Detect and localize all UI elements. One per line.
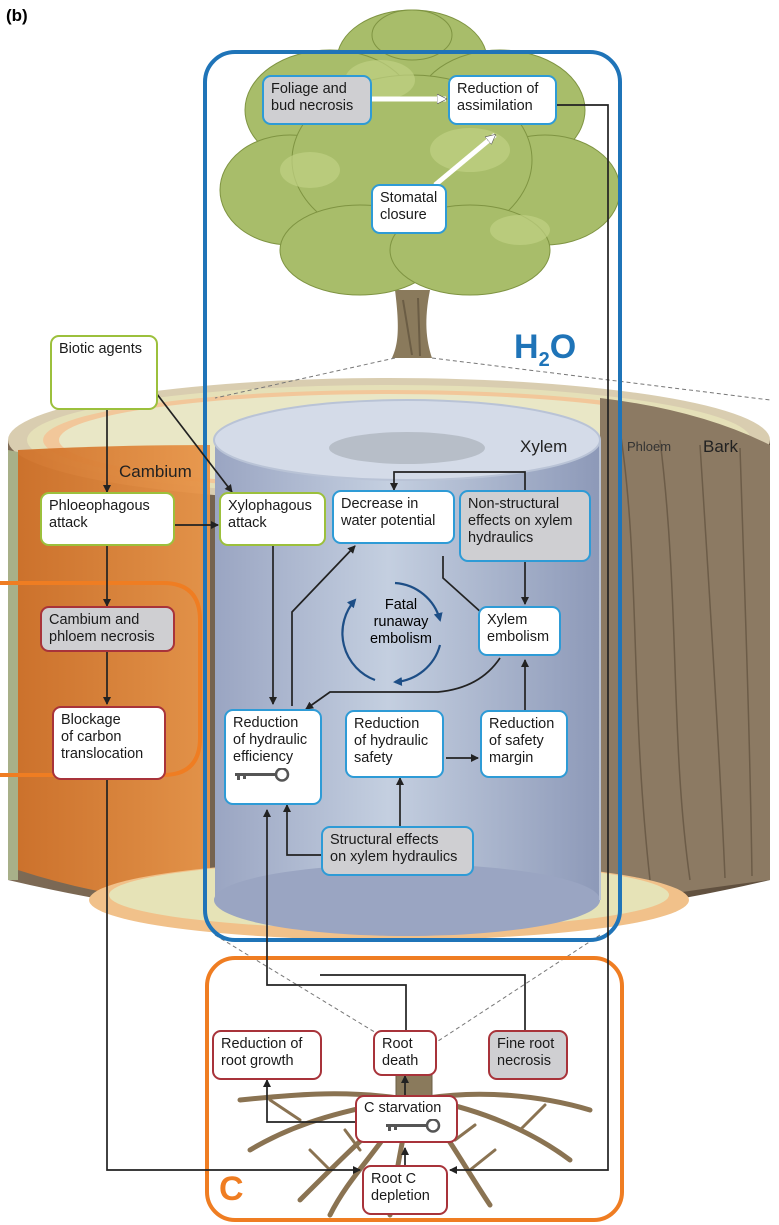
water-label: H2O: [514, 328, 576, 372]
node-nonstructural-effects: Non-structural effects on xylem hydrauli…: [459, 490, 591, 562]
node-xylophagous-attack: Xylophagous attack: [219, 492, 326, 546]
node-xylem-embolism: Xylem embolism: [478, 606, 561, 656]
key-icon: [235, 768, 290, 782]
node-foliage-necrosis: Foliage and bud necrosis: [262, 75, 372, 125]
runaway-cycle: [341, 581, 443, 687]
carbon-frame: [205, 956, 624, 1222]
arrows: [103, 99, 609, 1174]
water-label-o: O: [549, 328, 577, 366]
panel-label: (b): [6, 6, 28, 25]
cambium-label: Cambium: [119, 462, 192, 481]
bark-label: Bark: [703, 437, 738, 456]
node-cambium-phloem-necrosis: Cambium and phloem necrosis: [40, 606, 175, 652]
node-stomatal-closure: Stomatal closure: [371, 184, 447, 234]
node-decrease-water-potential: Decrease in water potential: [332, 490, 455, 544]
node-structural-effects: Structural effects on xylem hydraulics: [321, 826, 474, 876]
carbon-frame-left: [0, 581, 202, 777]
node-phloeophagous-attack: Phloeophagous attack: [40, 492, 175, 546]
key-icon-2: [386, 1119, 441, 1133]
water-label-h: H: [514, 328, 539, 366]
phloem-label: Phloem: [627, 439, 672, 454]
cycle-label: Fatal runaway embolism: [369, 597, 433, 647]
node-reduction-assimilation: Reduction of assimilation: [448, 75, 557, 125]
node-c-starvation: C starvation: [355, 1095, 458, 1143]
node-reduction-hydraulic-efficiency: Reduction of hydraulic efficiency: [224, 709, 322, 805]
node-biotic-agents: Biotic agents: [50, 335, 158, 410]
node-blockage-carbon: Blockage of carbon translocation: [52, 706, 166, 780]
xylem-label: Xylem: [520, 437, 568, 456]
node-reduction-root-growth: Reduction of root growth: [212, 1030, 322, 1080]
node-reduction-hydraulic-safety: Reduction of hydraulic safety: [345, 710, 444, 778]
node-root-death: Root death: [373, 1030, 437, 1076]
node-root-c-depletion: Root C depletion: [362, 1165, 448, 1215]
water-frame: [203, 50, 622, 942]
carbon-label: C: [219, 1170, 244, 1208]
node-fine-root-necrosis: Fine root necrosis: [488, 1030, 568, 1080]
water-label-sub: 2: [538, 348, 550, 371]
node-reduction-safety-margin: Reduction of safety margin: [480, 710, 568, 778]
